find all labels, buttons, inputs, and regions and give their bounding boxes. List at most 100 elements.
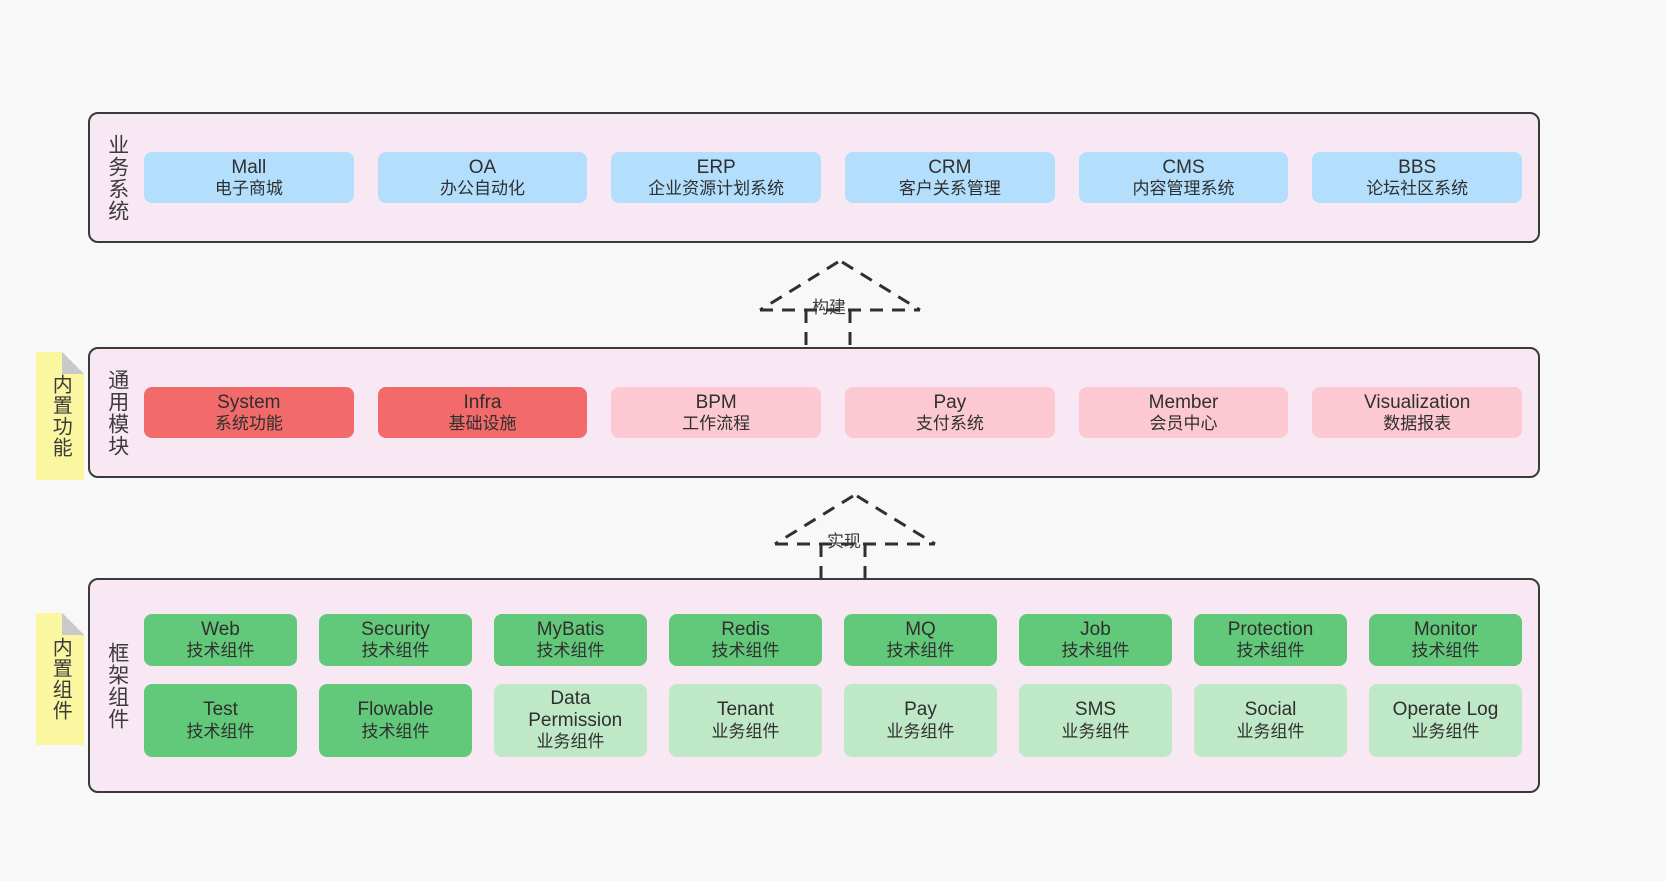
- node-subtitle: 技术组件: [361, 640, 430, 660]
- node-title: Pay: [904, 699, 937, 721]
- node-test[interactable]: Test 技术组件: [144, 683, 297, 758]
- node-title: System: [217, 391, 281, 413]
- node-title: Social: [1244, 699, 1297, 721]
- connector-build-label: 构建: [812, 298, 846, 317]
- node-title: MyBatis: [536, 618, 605, 640]
- node-title: Mall: [231, 156, 267, 178]
- layer-framework-component: 框架组件 Web 技术组件 Security 技术组件 MyBatis 技术组件…: [88, 578, 1540, 793]
- node-redis[interactable]: Redis 技术组件: [669, 613, 822, 666]
- node-subtitle: 技术组件: [536, 640, 605, 660]
- node-title: OA: [468, 156, 497, 178]
- node-title: Web: [201, 618, 240, 640]
- node-subtitle: 技术组件: [186, 640, 255, 660]
- node-title: BBS: [1398, 156, 1437, 178]
- node-bpm[interactable]: BPM 工作流程: [611, 386, 822, 439]
- node-subtitle: 内容管理系统: [1132, 178, 1235, 198]
- node-mybatis[interactable]: MyBatis 技术组件: [494, 613, 647, 666]
- node-tenant[interactable]: Tenant 业务组件: [669, 683, 822, 758]
- node-subtitle: 技术组件: [1411, 640, 1480, 660]
- node-title: Test: [203, 699, 238, 721]
- node-title: Infra: [463, 391, 502, 413]
- sticky-note-label: 内置功能: [49, 374, 72, 458]
- node-data-permission[interactable]: Data Permission 业务组件: [494, 683, 647, 758]
- node-title: CRM: [928, 156, 972, 178]
- sticky-note-builtin-component: 内置组件: [36, 613, 84, 745]
- node-title: Member: [1148, 391, 1219, 413]
- node-title: MQ: [905, 618, 936, 640]
- node-subtitle: 技术组件: [886, 640, 955, 660]
- node-infra[interactable]: Infra 基础设施: [377, 386, 588, 439]
- sticky-note-label: 内置组件: [49, 637, 72, 721]
- node-subtitle: 系统功能: [214, 413, 283, 433]
- node-system[interactable]: System 系统功能: [144, 386, 354, 439]
- node-member[interactable]: Member 会员中心: [1078, 386, 1289, 439]
- node-subtitle: 业务组件: [536, 732, 605, 752]
- node-subtitle: 客户关系管理: [898, 178, 1001, 198]
- node-subtitle: 业务组件: [886, 721, 955, 741]
- node-mq[interactable]: MQ 技术组件: [844, 613, 997, 666]
- layer-caption-framework-component: 框架组件: [105, 641, 129, 730]
- node-subtitle: 论坛社区系统: [1366, 178, 1469, 198]
- node-title: Protection: [1227, 618, 1314, 640]
- node-title: Data Permission: [528, 687, 623, 732]
- node-subtitle: 电子商城: [214, 178, 283, 198]
- node-title: Visualization: [1364, 391, 1471, 413]
- node-subtitle: 技术组件: [361, 721, 430, 741]
- node-title: Redis: [721, 618, 770, 640]
- connector-implement-label: 实现: [827, 532, 861, 551]
- node-visualization[interactable]: Visualization 数据报表: [1312, 386, 1523, 439]
- node-row: Mall 电子商城 OA 办公自动化 ERP 企业资源计划系统 CRM 客户关系…: [144, 151, 1523, 204]
- node-title: Pay: [933, 391, 967, 413]
- node-monitor[interactable]: Monitor 技术组件: [1369, 613, 1522, 666]
- node-subtitle: 办公自动化: [440, 178, 525, 198]
- node-flowable[interactable]: Flowable 技术组件: [319, 683, 472, 758]
- node-crm[interactable]: CRM 客户关系管理: [845, 151, 1055, 204]
- node-mall[interactable]: Mall 电子商城: [144, 151, 354, 204]
- node-subtitle: 支付系统: [915, 413, 984, 433]
- node-pay-component[interactable]: Pay 业务组件: [844, 683, 997, 758]
- node-subtitle: 企业资源计划系统: [648, 178, 785, 198]
- node-title: Tenant: [716, 699, 775, 721]
- node-cms[interactable]: CMS 内容管理系统: [1078, 151, 1289, 204]
- node-title: Flowable: [357, 699, 434, 721]
- node-oa[interactable]: OA 办公自动化: [377, 151, 588, 204]
- node-subtitle: 业务组件: [1411, 721, 1480, 741]
- node-security[interactable]: Security 技术组件: [319, 613, 472, 666]
- node-social[interactable]: Social 业务组件: [1194, 683, 1347, 758]
- node-row: Test 技术组件 Flowable 技术组件 Data Permission …: [144, 683, 1522, 758]
- node-subtitle: 技术组件: [186, 721, 255, 741]
- node-subtitle: 技术组件: [1236, 640, 1305, 660]
- node-subtitle: 技术组件: [711, 640, 780, 660]
- node-subtitle: 基础设施: [448, 413, 517, 433]
- node-subtitle: 业务组件: [711, 721, 780, 741]
- node-title: Security: [361, 618, 430, 640]
- node-bbs[interactable]: BBS 论坛社区系统: [1312, 151, 1523, 204]
- node-title: Job: [1080, 618, 1111, 640]
- layer-body-business-system: Mall 电子商城 OA 办公自动化 ERP 企业资源计划系统 CRM 客户关系…: [144, 114, 1538, 241]
- layer-caption-business-system: 业务系统: [105, 133, 129, 222]
- layer-body-framework-component: Web 技术组件 Security 技术组件 MyBatis 技术组件 Redi…: [144, 580, 1538, 791]
- node-subtitle: 业务组件: [1061, 721, 1130, 741]
- node-title: CMS: [1162, 156, 1205, 178]
- node-subtitle: 数据报表: [1383, 413, 1452, 433]
- node-title: Operate Log: [1392, 699, 1499, 721]
- node-title: Monitor: [1413, 618, 1478, 640]
- node-title: BPM: [695, 391, 737, 413]
- sticky-note-builtin-feature: 内置功能: [36, 352, 84, 480]
- node-subtitle: 工作流程: [682, 413, 751, 433]
- node-sms[interactable]: SMS 业务组件: [1019, 683, 1172, 758]
- node-protection[interactable]: Protection 技术组件: [1194, 613, 1347, 666]
- node-erp[interactable]: ERP 企业资源计划系统: [611, 151, 822, 204]
- node-subtitle: 业务组件: [1236, 721, 1305, 741]
- layer-business-system: 业务系统 Mall 电子商城 OA 办公自动化 ERP 企业资源计划系统 CRM…: [88, 112, 1540, 243]
- node-pay[interactable]: Pay 支付系统: [845, 386, 1055, 439]
- node-operate-log[interactable]: Operate Log 业务组件: [1369, 683, 1522, 758]
- layer-common-module: 通用模块 System 系统功能 Infra 基础设施 BPM 工作流程 Pay…: [88, 347, 1540, 478]
- node-row: Web 技术组件 Security 技术组件 MyBatis 技术组件 Redi…: [144, 613, 1522, 666]
- node-job[interactable]: Job 技术组件: [1019, 613, 1172, 666]
- node-subtitle: 技术组件: [1061, 640, 1130, 660]
- node-subtitle: 会员中心: [1149, 413, 1218, 433]
- node-title: ERP: [696, 156, 736, 178]
- node-web[interactable]: Web 技术组件: [144, 613, 297, 666]
